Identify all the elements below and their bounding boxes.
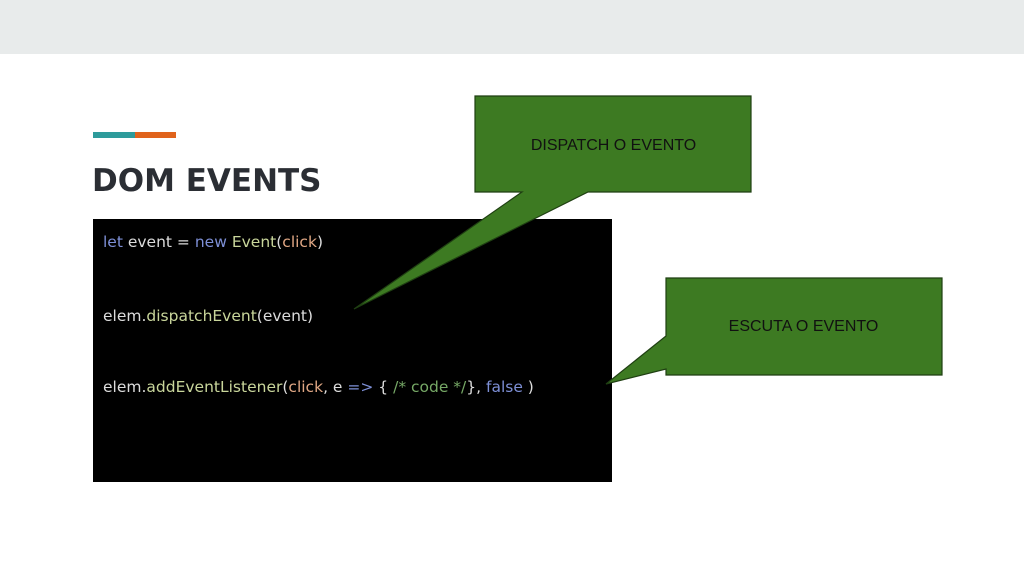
code-token-text: { [373,378,394,396]
code-line-add-listener: elem.addEventListener(click, e => { /* c… [103,377,534,397]
code-token-function: addEventListener [146,378,283,396]
code-token-function: Event [231,233,277,251]
code-token-function: dispatchEvent [146,307,257,325]
code-token-text: event = [122,233,195,251]
code-token-text: ) [522,378,534,396]
code-token-keyword: let [103,233,123,251]
accent-orange-segment [135,132,176,138]
code-block: let event = new Event(click) elem.dispat… [93,219,612,482]
code-token-text: elem. [103,378,147,396]
code-line-dispatch: elem.dispatchEvent(event) [103,306,313,326]
slide-title: DOM EVENTS [92,163,322,199]
code-token-argument: click [282,233,317,251]
top-band [0,0,1024,54]
code-token-text: ) [316,233,323,251]
code-token-text: ( [276,233,283,251]
code-token-text: , e [323,378,348,396]
accent-teal-segment [93,132,135,138]
code-token-comment: /* code */ [393,378,467,396]
code-token-keyword: false [486,378,523,396]
code-token-text: (event) [256,307,314,325]
code-line-event-declaration: let event = new Event(click) [103,232,323,252]
code-token-text: elem. [103,307,147,325]
code-token-keyword: new [194,233,227,251]
callout-listen-label: ESCUTA O EVENTO [728,318,879,335]
title-accent-bar [93,132,176,138]
callout-dispatch-label: DISPATCH O EVENTO [530,137,697,154]
code-token-argument: click [288,378,324,396]
code-token-text: ( [282,378,289,396]
code-token-keyword: => [347,378,374,396]
code-token-text: }, [466,378,486,396]
